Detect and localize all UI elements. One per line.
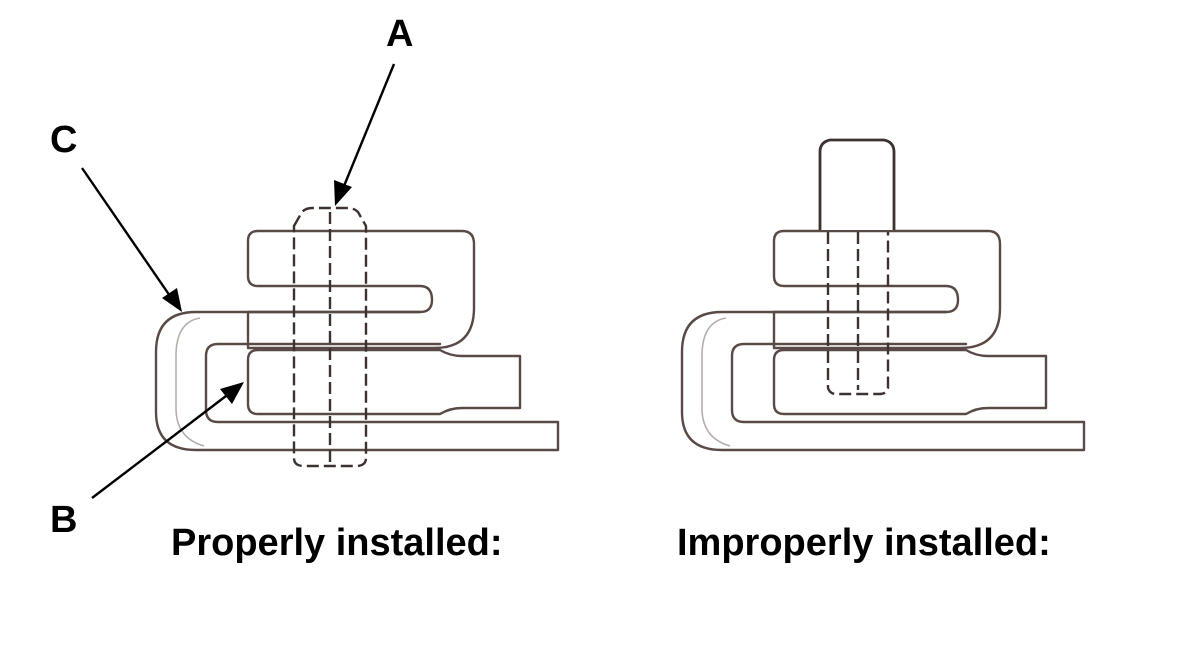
upper-bracket: [246, 229, 476, 350]
lower-plate: [246, 348, 522, 416]
bolt-improper-hidden: [826, 232, 890, 396]
proper-installation-figure: [154, 206, 560, 468]
c-clip-right: [680, 310, 1086, 452]
c-clip-inner-shade-right: [701, 317, 731, 447]
callout-c-leader: [81, 167, 171, 297]
callout-b-label: B: [50, 499, 77, 541]
lower-plate-right: [772, 348, 1048, 416]
callout-b-leader: [91, 395, 227, 499]
caption-improperly-installed: Improperly installed:: [677, 522, 1051, 564]
callout-c: C: [50, 119, 182, 312]
callout-b-arrowhead: [220, 382, 244, 404]
improper-installation-figure: [680, 138, 1086, 452]
callout-a-leader: [342, 63, 396, 187]
c-clip-inner-shade: [175, 317, 205, 447]
callout-a-label: A: [386, 13, 413, 55]
upper-bracket-right: [772, 229, 1002, 350]
bolt-improper-visible: [818, 138, 896, 230]
callout-c-arrowhead: [162, 288, 182, 312]
c-clip: [154, 310, 560, 452]
callout-c-label: C: [50, 119, 77, 161]
caption-properly-installed: Properly installed:: [171, 522, 503, 564]
callout-a: A: [334, 13, 413, 206]
callout-a-arrowhead: [334, 180, 352, 206]
bolt-a-proper: [292, 206, 368, 468]
callout-b: B: [50, 382, 244, 541]
